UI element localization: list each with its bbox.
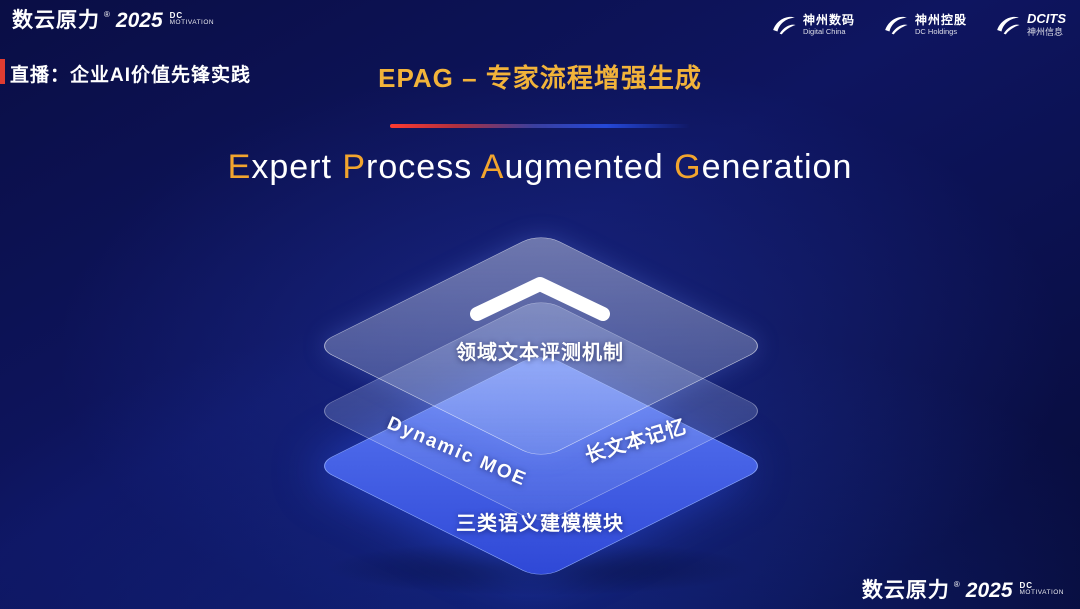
partner-name-cn: DCITS	[1027, 11, 1066, 27]
brand-logo-top-left: 数云原力 ® 2025 DC MOTIVATION	[12, 10, 214, 31]
partner-dcits: DCITS 神州信息	[995, 11, 1066, 38]
registered-mark: ®	[953, 580, 960, 589]
swoosh-icon	[997, 16, 1020, 35]
brand-motivation: MOTIVATION	[1019, 589, 1064, 596]
partner-name-en: 神州信息	[1027, 27, 1064, 38]
red-accent-bar	[0, 59, 5, 84]
brand-year: 2025	[115, 9, 163, 32]
partner-name-cn: 神州数码	[802, 12, 855, 27]
brand-name: 数云原力	[861, 579, 950, 602]
title-text: ugmented	[504, 148, 675, 186]
swoosh-icon	[773, 16, 796, 35]
title-initial: A	[480, 148, 505, 186]
title-text: rocess	[366, 148, 481, 186]
gradient-divider	[390, 124, 690, 128]
chevron-up-icon	[470, 277, 610, 321]
title-initial: E	[227, 148, 252, 186]
brand-dc: DC	[1019, 581, 1034, 590]
main-title: Expert Process Augmented Generation	[0, 148, 1080, 187]
slide-title: EPAG – 专家流程增强生成	[378, 63, 702, 93]
partner-dc-holdings: 神州控股 DC Holdings	[883, 12, 967, 38]
partner-name-cn: 神州控股	[914, 12, 967, 27]
brand-subtext: DC MOTIVATION	[1020, 582, 1064, 597]
swoosh-icon	[885, 16, 908, 35]
partner-name-en: Digital China	[802, 26, 846, 36]
brand-year: 2025	[965, 579, 1013, 602]
live-stream-label: 直播：企业AI价值先锋实践	[10, 65, 252, 86]
partner-name-en: DC Holdings	[914, 26, 958, 36]
title-initial: P	[342, 148, 367, 186]
title-text: eneration	[701, 148, 853, 186]
layer-label-evaluation: 领域文本评测机制	[456, 342, 624, 364]
brand-dc: DC	[169, 11, 184, 20]
partner-digital-china: 神州数码 Digital China	[771, 12, 855, 38]
brand-logo-bottom-right: 数云原力 ® 2025 DC MOTIVATION	[862, 580, 1064, 601]
title-initial: G	[674, 148, 702, 186]
brand-subtext: DC MOTIVATION	[170, 12, 214, 27]
brand-motivation: MOTIVATION	[169, 19, 215, 26]
registered-mark: ®	[104, 10, 110, 19]
title-text: xpert	[251, 148, 343, 186]
partner-logos: 神州数码 Digital China 神州控股 DC Holdings DCIT…	[771, 11, 1066, 38]
layer-label-semantic-modeling: 三类语义建模模块	[456, 513, 624, 535]
brand-name: 数云原力	[12, 9, 100, 32]
